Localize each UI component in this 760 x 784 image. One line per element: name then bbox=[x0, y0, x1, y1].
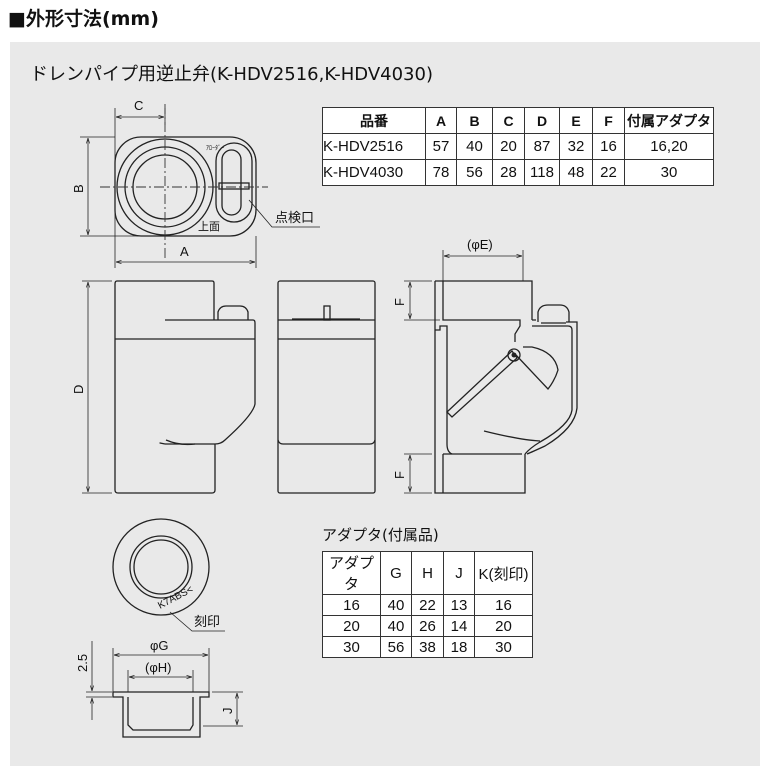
dim-j-label: J bbox=[220, 708, 235, 715]
table-row: 16 40 22 13 16 bbox=[322, 594, 533, 616]
marking-text: K7ABS< bbox=[156, 584, 195, 612]
header-cell: 品番 bbox=[322, 107, 426, 134]
cell: 20 bbox=[492, 133, 525, 160]
table-row: K-HDV4030 78 56 28 118 48 22 30 bbox=[322, 159, 714, 186]
dim-f-top-label: F bbox=[392, 298, 407, 306]
header-cell: アダプタ bbox=[322, 551, 381, 595]
adapter-section-view: φG (φH) 2.5 J bbox=[75, 638, 243, 738]
cell: 22 bbox=[411, 594, 444, 616]
dim-a-label: A bbox=[180, 244, 189, 259]
top-view: C B A 上面 ｱﾛｰﾀﾞｰ 点検口 bbox=[71, 98, 320, 268]
adapter-dimensions-table: アダプタ G H J K(刻印) 16 40 22 13 16 20 40 26… bbox=[322, 551, 533, 658]
dim-h-label: (φH) bbox=[145, 660, 171, 675]
header-cell: H bbox=[411, 551, 444, 595]
cell: 38 bbox=[411, 636, 444, 658]
header-cell: F bbox=[592, 107, 625, 134]
cell: 20 bbox=[474, 615, 533, 637]
header-cell: G bbox=[380, 551, 412, 595]
cell: 16 bbox=[592, 133, 625, 160]
table-row: K-HDV2516 57 40 20 87 32 16 16,20 bbox=[322, 133, 714, 160]
cell: 20 bbox=[322, 615, 381, 637]
top-face-label: 上面 bbox=[198, 220, 220, 233]
model-dimensions-table: 品番 A B C D E F 付属アダプタ K-HDV2516 57 40 20… bbox=[322, 107, 714, 186]
header-cell: J bbox=[443, 551, 475, 595]
cell: 16 bbox=[474, 594, 533, 616]
product-title: ドレンパイプ用逆止弁(K-HDV2516,K-HDV4030) bbox=[30, 64, 433, 85]
cell: 30 bbox=[474, 636, 533, 658]
cell: 32 bbox=[559, 133, 593, 160]
header-cell: E bbox=[559, 107, 593, 134]
header-cell: 付属アダプタ bbox=[624, 107, 714, 134]
inspection-port-label: 点検口 bbox=[275, 210, 314, 225]
table-header-row: 品番 A B C D E F 付属アダプタ bbox=[322, 107, 714, 134]
cell: 48 bbox=[559, 159, 593, 186]
dim-f-bottom-label: F bbox=[392, 471, 407, 479]
header-cell: C bbox=[492, 107, 525, 134]
cell: 16 bbox=[322, 594, 381, 616]
cell: K-HDV2516 bbox=[322, 133, 426, 160]
cell: K-HDV4030 bbox=[322, 159, 426, 186]
adapter-table-title: アダプタ(付属品) bbox=[322, 526, 439, 544]
dim-c-label: C bbox=[134, 98, 143, 113]
cell: 18 bbox=[443, 636, 475, 658]
brand-mark: ｱﾛｰﾀﾞｰ bbox=[206, 145, 224, 152]
header-cell: B bbox=[456, 107, 493, 134]
dim-g-label: φG bbox=[150, 638, 169, 653]
cell: 26 bbox=[411, 615, 444, 637]
dim-b-label: B bbox=[71, 184, 86, 193]
header-cell: D bbox=[524, 107, 560, 134]
table-row: 30 56 38 18 30 bbox=[322, 636, 533, 658]
side-view bbox=[277, 280, 376, 494]
table-row: 20 40 26 14 20 bbox=[322, 615, 533, 637]
cell: 22 bbox=[592, 159, 625, 186]
cell: 118 bbox=[524, 159, 560, 186]
cell: 57 bbox=[425, 133, 457, 160]
header-cell: K(刻印) bbox=[474, 551, 533, 595]
header-cell: A bbox=[425, 107, 457, 134]
dim-flange-label: 2.5 bbox=[75, 654, 90, 672]
dim-e-label: (φE) bbox=[467, 237, 493, 252]
cell: 40 bbox=[456, 133, 493, 160]
adapter-top-view: K7ABS< 刻印 bbox=[112, 518, 225, 632]
cell: 40 bbox=[380, 615, 412, 637]
front-view: D bbox=[71, 280, 256, 494]
marking-label: 刻印 bbox=[194, 614, 220, 629]
cell: 40 bbox=[380, 594, 412, 616]
table-header-row: アダプタ G H J K(刻印) bbox=[322, 551, 533, 595]
cell: 16,20 bbox=[624, 133, 714, 160]
cell: 56 bbox=[456, 159, 493, 186]
cell: 28 bbox=[492, 159, 525, 186]
cell: 13 bbox=[443, 594, 475, 616]
cell: 30 bbox=[624, 159, 714, 186]
section-heading: ■外形寸法(mm) bbox=[8, 8, 159, 30]
cell: 78 bbox=[425, 159, 457, 186]
cell: 87 bbox=[524, 133, 560, 160]
dim-d-label: D bbox=[71, 385, 86, 394]
section-view: (φE) F F bbox=[392, 237, 578, 494]
cell: 56 bbox=[380, 636, 412, 658]
cell: 14 bbox=[443, 615, 475, 637]
cell: 30 bbox=[322, 636, 381, 658]
